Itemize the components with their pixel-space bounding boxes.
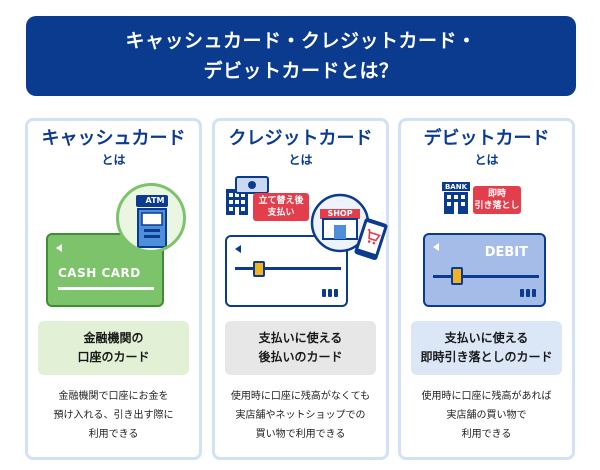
description: 使用時に口座に残高がなくても 実店舗やネットショップでの 買い物で利用できる xyxy=(219,387,382,444)
shop-icon xyxy=(310,193,370,253)
card-stripe xyxy=(235,267,341,270)
card-dots xyxy=(520,289,536,297)
building-icon xyxy=(226,189,248,215)
debit-card-label: DEBIT xyxy=(484,245,528,260)
description: 使用時に口座に残高があれば 実店舗の買い物で 利用できる xyxy=(405,387,568,444)
smartphone-cart-icon xyxy=(354,218,388,260)
panel-subtitle: とは xyxy=(288,153,313,167)
bank-building-icon xyxy=(442,182,470,214)
deferred-payment-badge: 立て替え後 支払い xyxy=(253,193,309,221)
summary-line1: 支払いに使える xyxy=(258,331,343,345)
cash-card-label: CASH CARD xyxy=(58,266,141,280)
description-line: 預け入れる、引き出す際に xyxy=(53,410,174,421)
summary-box: 金融機関の 口座のカード xyxy=(38,321,189,375)
header-title-line1: キャッシュカード・クレジットカード・ xyxy=(125,30,477,52)
badge-line2: 引き落とし xyxy=(474,201,520,211)
badge-line1: 立て替え後 xyxy=(258,196,304,206)
panel-subtitle: とは xyxy=(474,153,499,167)
summary-line2: 即時引き落としのカード xyxy=(420,350,553,364)
summary-line2: 後払いのカード xyxy=(258,350,343,364)
summary-box: 支払いに使える 後払いのカード xyxy=(225,321,376,375)
summary-line1: 金融機関の xyxy=(83,331,144,345)
card-stripe xyxy=(433,275,539,278)
description-line: 利用できる xyxy=(88,429,139,440)
credit-card-illustration xyxy=(225,235,348,307)
header-title-line2: デビットカードとは？ xyxy=(203,60,399,82)
description: 金融機関で口座にお金を 預け入れる、引き出す際に 利用できる xyxy=(32,387,195,444)
description-line: 実店舗やネットショップでの xyxy=(235,410,366,421)
description-line: 金融機関で口座にお金を xyxy=(58,391,169,402)
panel-title: デビットカード xyxy=(423,128,550,149)
header-banner: キャッシュカード・クレジットカード・ デビットカードとは？ xyxy=(26,16,576,96)
bank-sign-label: BANK xyxy=(444,183,468,191)
card-notch-icon xyxy=(235,245,241,253)
summary-line1: 支払いに使える xyxy=(444,331,529,345)
banknote-icon xyxy=(235,176,269,194)
instant-debit-badge: 即時 引き落とし xyxy=(473,186,521,214)
card-stripe xyxy=(58,287,154,290)
panel-cash-card: キャッシュカード とは CASH CARD ATM 金融機関の 口座のカード 金… xyxy=(25,118,202,460)
panel-credit-card: クレジットカード とは 立て替え後 支払い SHOP 支払いに使える xyxy=(212,118,389,460)
badge-line2: 支払い xyxy=(267,208,295,218)
panel-subtitle: とは xyxy=(101,153,126,167)
card-chip-icon xyxy=(253,261,265,277)
card-dots xyxy=(322,289,338,297)
summary-line2: 口座のカード xyxy=(77,350,150,364)
description-line: 使用時に口座に残高がなくても xyxy=(230,391,371,402)
description-line: 使用時に口座に残高があれば xyxy=(421,391,552,402)
atm-machine-icon: ATM xyxy=(116,183,186,253)
panel-title: クレジットカード xyxy=(228,128,373,149)
badge-line1: 即時 xyxy=(487,189,506,199)
card-chip-icon xyxy=(451,267,463,285)
description-line: 買い物で利用できる xyxy=(255,429,346,440)
card-notch-icon xyxy=(56,244,62,252)
card-notch-icon xyxy=(433,243,439,251)
debit-card-illustration: DEBIT xyxy=(423,233,546,307)
panel-debit-card: デビットカード とは BANK 即時 引き落とし DEBIT 支払いに使える 即… xyxy=(398,118,575,460)
shop-sign-label: SHOP xyxy=(327,209,353,218)
atm-sign-label: ATM xyxy=(145,196,165,205)
summary-box: 支払いに使える 即時引き落としのカード xyxy=(411,321,562,375)
description-line: 利用できる xyxy=(461,429,512,440)
panel-title: キャッシュカード xyxy=(41,128,186,149)
description-line: 実店舗の買い物で xyxy=(446,410,527,421)
